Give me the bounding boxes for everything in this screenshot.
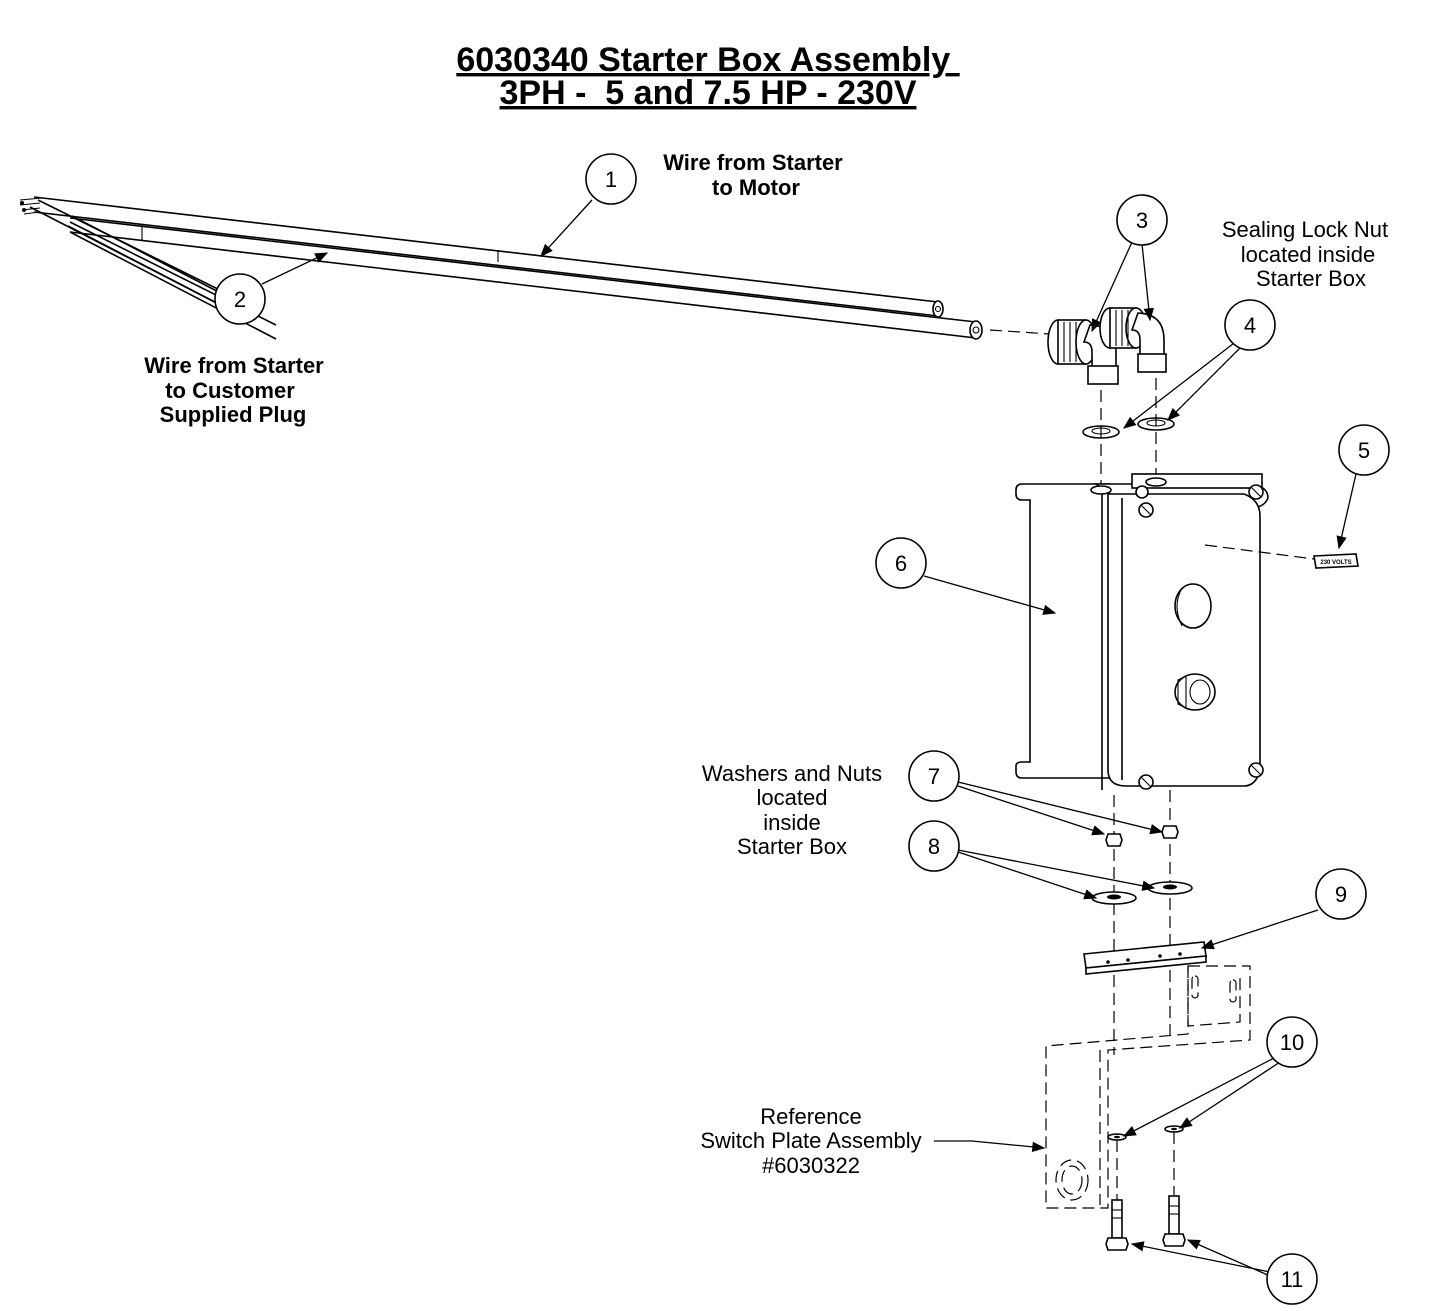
label-reference-line-1: Reference [760, 1104, 862, 1129]
label-washers-nuts: Washers and Nuts located inside Starter … [702, 761, 882, 859]
balloon-11-number: 11 [1281, 1267, 1304, 1292]
balloon-3: 3 [1116, 194, 1168, 246]
lock-washer-left [1107, 1133, 1127, 1141]
label-wire-to-customer-line-3: Supplied Plug [160, 402, 307, 427]
label-reference: Reference Switch Plate Assembly #6030322 [700, 1104, 921, 1178]
label-wire-to-motor-line-1: Wire from Starter [663, 150, 843, 175]
wire-center-line [989, 329, 1051, 335]
voltage-decal-text: 230 VOLTS [1320, 560, 1351, 566]
bolt-right [1162, 1195, 1186, 1247]
mounting-plate [1083, 941, 1207, 975]
label-sealing-lock-nut: Sealing Lock Nut located inside Starter … [1222, 217, 1388, 291]
label-washers-nuts-line-3: inside [763, 810, 820, 835]
label-wire-to-motor-line-2: to Motor [712, 175, 800, 200]
balloon-2-number: 2 [234, 287, 246, 312]
balloon-8-number: 8 [928, 834, 940, 859]
balloon-5-number: 5 [1358, 438, 1370, 463]
title-line-1: 6030340 Starter Box Assembly [456, 41, 959, 79]
label-reference-line-2: Switch Plate Assembly [700, 1128, 921, 1153]
washer-right [1147, 881, 1193, 895]
label-sealing-lock-nut-line-1: Sealing Lock Nut [1222, 217, 1388, 242]
leaders [261, 199, 1357, 1277]
label-washers-nuts-line-2: located [757, 785, 828, 810]
balloon-5: 5 [1338, 424, 1390, 476]
label-sealing-lock-nut-line-2: located inside [1241, 242, 1376, 267]
balloon-9: 9 [1315, 868, 1367, 920]
balloon-6-number: 6 [895, 551, 907, 576]
label-wire-to-customer-line-2: to Customer [165, 378, 295, 403]
balloon-4: 4 [1224, 299, 1276, 351]
balloon-4-number: 4 [1244, 313, 1256, 338]
label-washers-nuts-line-1: Washers and Nuts [702, 761, 882, 786]
label-wire-to-motor: Wire from Starter to Motor [663, 150, 843, 200]
nut-right [1161, 825, 1179, 839]
balloon-10-number: 10 [1280, 1030, 1304, 1055]
decal-centerline [1204, 544, 1323, 561]
bolt-left [1105, 1199, 1129, 1251]
title-line-2: 3PH - 5 and 7.5 HP - 230V [500, 74, 917, 112]
label-wire-to-customer: Wire from Starter to Customer Supplied P… [144, 353, 324, 427]
lock-washer-right [1164, 1125, 1184, 1133]
balloon-10: 10 [1266, 1016, 1318, 1068]
balloon-2: 2 [214, 273, 266, 325]
balloon-6: 6 [875, 537, 927, 589]
balloon-3-number: 3 [1136, 208, 1148, 233]
starter-box [1015, 473, 1269, 790]
label-reference-line-3: #6030322 [762, 1153, 860, 1178]
label-sealing-lock-nut-line-3: Starter Box [1256, 266, 1366, 291]
balloon-7-number: 7 [928, 764, 940, 789]
washer-left [1091, 891, 1137, 905]
nut-left [1105, 833, 1123, 847]
voltage-decal: 230 VOLTS [1313, 553, 1359, 569]
balloon-11: 11 [1266, 1253, 1318, 1305]
balloon-9-number: 9 [1335, 882, 1347, 907]
balloon-8: 8 [908, 820, 960, 872]
switch-plate-reference [1045, 965, 1251, 1209]
balloon-1: 1 [585, 153, 637, 205]
conduit-connector-right [1099, 307, 1167, 373]
label-wire-to-customer-line-1: Wire from Starter [144, 353, 324, 378]
wire-jacket-long [33, 196, 983, 340]
balloon-1-number: 1 [605, 167, 617, 192]
balloon-7: 7 [908, 750, 960, 802]
label-washers-nuts-line-4: Starter Box [737, 834, 847, 859]
